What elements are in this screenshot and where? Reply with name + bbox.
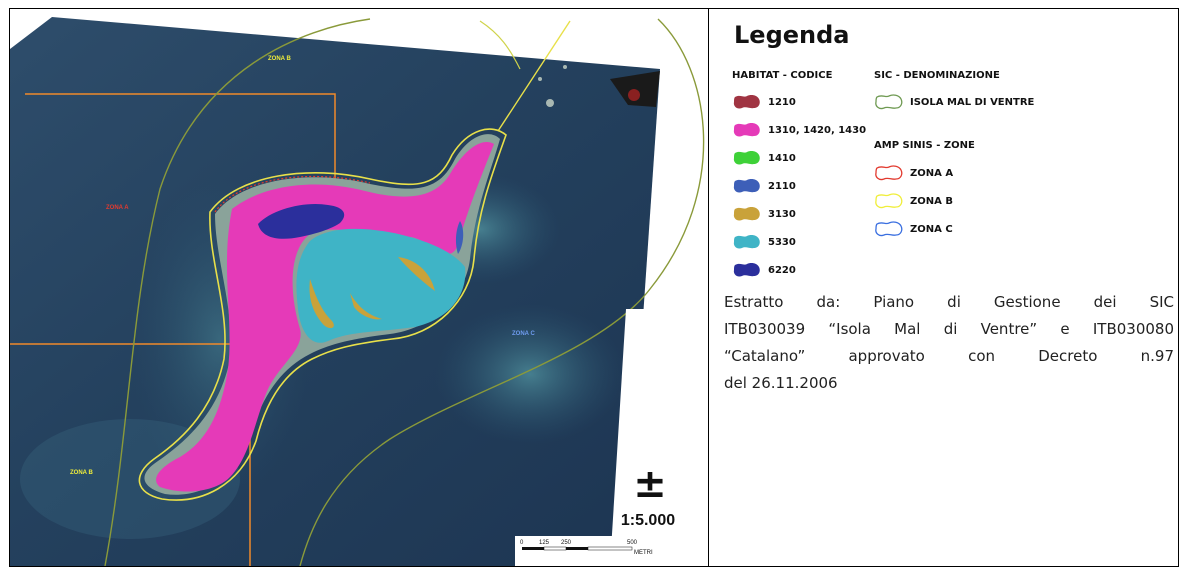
source-note-line: Estratto da: Piano di Gestione dei SIC [724,293,1174,311]
scalebar-tick-0: 0 [520,540,524,546]
legend-panel: Legenda HABITAT - CODICE SIC - DENOMINAZ… [709,9,1178,566]
habitat-swatch-icon [733,263,760,277]
outline-swatch-icon [875,221,903,237]
outline-swatch-icon [875,94,903,110]
islet [546,99,554,107]
outline-swatch-icon [875,193,903,209]
source-note-line: ITB030039 “Isola Mal di Ventre” e ITB030… [724,320,1174,338]
label-zona-b-left: ZONA B [70,470,93,476]
islet [563,65,567,69]
source-note-line: “Catalano” approvato con Decreto n.97 [724,347,1174,365]
habitat-swatch-icon [733,151,760,165]
scalebar-tick-125: 125 [539,540,550,546]
legend-label: 1210 [768,97,796,108]
source-note: Estratto da: Piano di Gestione dei SIC I… [724,289,1174,397]
scalebar-unit: METRI [634,550,653,556]
legend-label: 5330 [768,237,796,248]
legend-label: 1310, 1420, 1430 [768,125,867,136]
legend-label: 3130 [768,209,796,220]
habitat-6220-area [258,203,345,239]
headland-marker [628,89,640,101]
panel-divider [708,8,709,567]
legend-label: 2110 [768,181,796,192]
legend-title: Legenda [734,21,850,49]
north-symbol: ± [633,461,667,507]
zona-b-boundary [104,18,371,566]
habitat-1310-area [156,142,494,492]
map-inset-white [610,309,708,566]
sic-header: SIC - DENOMINAZIONE [874,70,1000,81]
outline-swatch-icon [875,165,903,181]
habitat-5330-area [296,228,466,343]
habitat-swatch-icon [733,207,760,221]
legend-label: 6220 [768,265,796,276]
habitat-2110-area [455,221,464,254]
map-panel: ZONA B ZONA A ZONA B ZONA C ± 1:5.000 0 … [10,9,708,566]
zona-b-boundary [479,20,521,70]
habitat-header: HABITAT - CODICE [732,70,833,81]
source-note-line: del 26.11.2006 [724,374,838,392]
shallow-water [435,304,625,444]
habitat-3130-area [398,257,435,291]
headland [610,71,660,107]
habitat-3130-area [350,293,382,320]
amp-header: AMP SINIS - ZONE [874,140,975,151]
label-zona-b-top: ZONA B [268,56,291,62]
habitat-swatch-icon [733,179,760,193]
sic-boundary [138,128,507,501]
figure-frame [9,8,1179,567]
islet [538,77,542,81]
legend-label: ZONA A [910,168,954,179]
legend-label: ISOLA MAL DI VENTRE [910,97,1035,108]
legend-label: ZONA C [910,224,953,235]
habitat-swatch-icon [733,123,760,137]
legend-label: ZONA B [910,196,953,207]
habitat-swatch-icon [733,95,760,109]
label-zona-a: ZONA A [106,205,129,211]
scalebar-tick-500: 500 [627,540,638,546]
habitat-3130-area [309,279,334,329]
scalebar-tick-250: 250 [561,540,572,546]
label-zona-c: ZONA C [512,331,535,337]
scale-ratio: 1:5.000 [621,512,675,529]
legend-label: 1410 [768,153,796,164]
zona-b-line [497,20,571,132]
zona-a-boundary [25,93,336,194]
scalebar: 0 125 250 500 METRI [515,536,695,566]
zona-b-boundary [299,18,705,566]
satellite-map: ZONA B ZONA A ZONA B ZONA C ± 1:5.000 0 … [10,17,708,566]
habitat-swatch-icon [733,235,760,249]
